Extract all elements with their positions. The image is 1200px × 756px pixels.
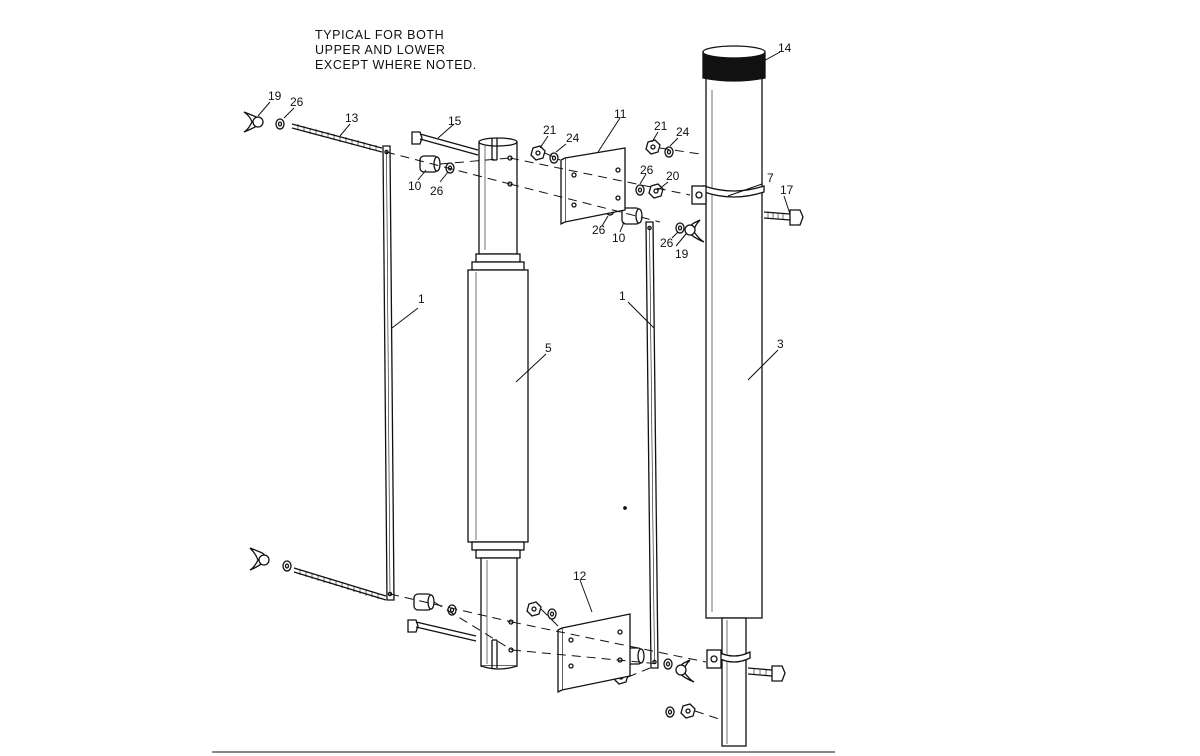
alignment-lines	[385, 147, 723, 721]
lower-clamp	[706, 649, 751, 669]
lower-left-wingnut	[249, 547, 270, 571]
part-14-cap	[702, 45, 766, 82]
callout-21-left: 21	[543, 123, 557, 137]
callout-13: 13	[345, 111, 359, 125]
callout-10-upper: 10	[408, 179, 422, 193]
part-7-upper-clamp	[691, 185, 765, 205]
callout-21-right: 21	[654, 119, 668, 133]
part-15-upper-bolt	[411, 131, 479, 156]
stray-dot	[623, 506, 627, 510]
leader-lines	[257, 51, 791, 613]
callout-19-upper: 19	[268, 89, 282, 103]
callout-24-left: 24	[566, 131, 580, 145]
callout-20: 20	[666, 169, 680, 183]
part-17-upper-bolt	[763, 209, 804, 226]
part-1-left-strap	[382, 145, 395, 601]
callout-labels: 1 1 3 5 7 10 10 11 12 13 14 15 17 19 19 …	[268, 41, 794, 583]
note-line-3: EXCEPT WHERE NOTED.	[315, 58, 477, 72]
callout-1-left: 1	[418, 292, 425, 306]
note-line-2: UPPER AND LOWER	[315, 43, 446, 57]
callout-26-lower-right: 26	[660, 236, 674, 250]
callout-1-right: 1	[619, 289, 626, 303]
callout-14: 14	[778, 41, 792, 55]
part-1-right-strap	[645, 221, 659, 669]
part-3-outer-tube	[705, 77, 763, 747]
callout-19-lower: 19	[675, 247, 689, 261]
lower-rod	[293, 567, 387, 601]
lower-right-wingnut	[675, 659, 695, 683]
part-5-inner-tube	[467, 137, 529, 670]
part-13-upper-rod	[291, 123, 383, 153]
callout-24-right: 24	[676, 125, 690, 139]
lower-bolt	[747, 665, 786, 682]
part-11-upper-bracket	[560, 147, 626, 226]
nuts	[526, 139, 696, 719]
callout-11: 11	[614, 107, 627, 121]
callout-5: 5	[545, 341, 552, 355]
lower-bolt-left	[407, 619, 477, 642]
callout-26-upper-center: 26	[430, 184, 444, 198]
callout-26-lower-left: 26	[592, 223, 606, 237]
callout-17: 17	[780, 183, 794, 197]
part-12-lower-bracket	[557, 613, 631, 694]
callout-7: 7	[767, 171, 774, 185]
note-line-1: TYPICAL FOR BOTH	[315, 28, 445, 42]
diagram-note: TYPICAL FOR BOTH UPPER AND LOWER EXCEPT …	[315, 28, 477, 73]
part-19-upper-left-wingnut	[243, 111, 264, 133]
callout-26-upper-mid: 26	[640, 163, 654, 177]
callout-10-lower: 10	[612, 231, 626, 245]
callout-12: 12	[573, 569, 587, 583]
callout-26-upper-left: 26	[290, 95, 304, 109]
callout-15: 15	[448, 114, 462, 128]
part-19-upper-right-wingnut	[684, 219, 705, 243]
part-10-spacers	[413, 155, 645, 665]
callout-3: 3	[777, 337, 784, 351]
